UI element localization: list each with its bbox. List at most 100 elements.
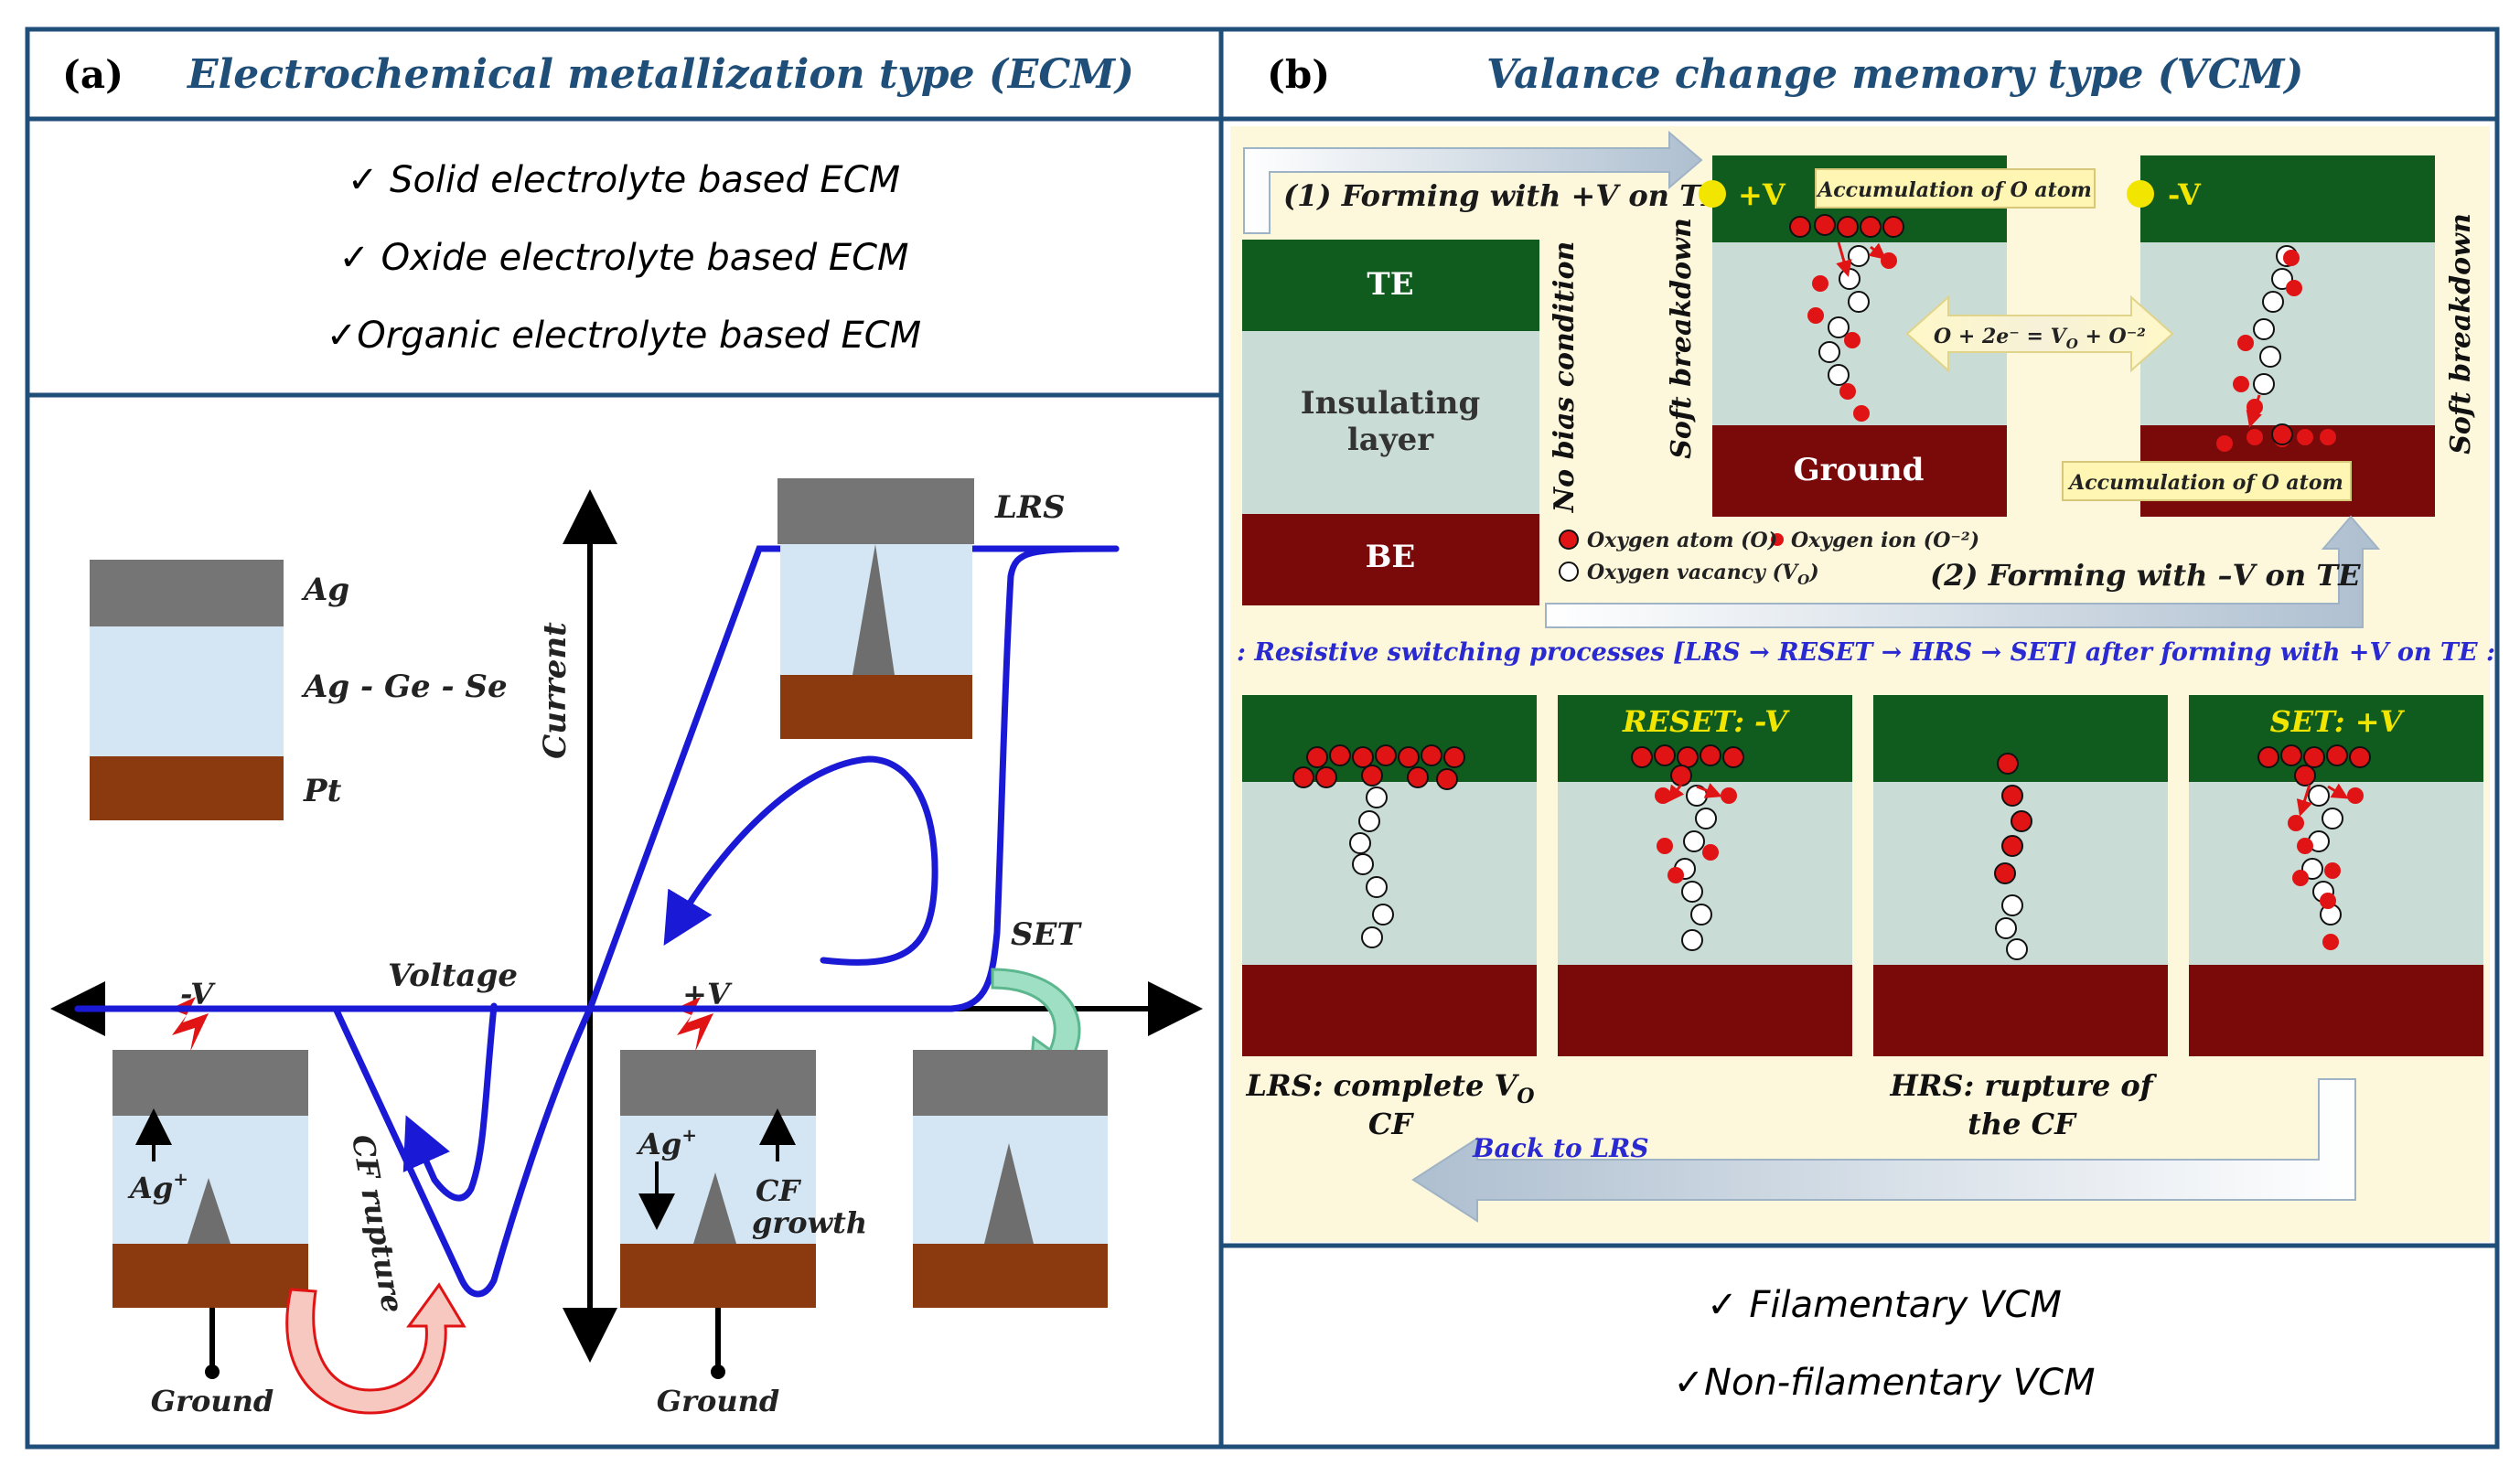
- set-label: SET: [1011, 916, 1082, 953]
- cf-growth-label-2: growth: [752, 1205, 867, 1240]
- oxygen-ion: [2322, 934, 2339, 950]
- oxygen-ion: [1702, 844, 1719, 861]
- oxygen-atom: [1407, 766, 1429, 788]
- oxygen-atom: [1375, 744, 1397, 766]
- oxygen-atom: [2011, 810, 2032, 832]
- oxygen-vacancy: [1995, 917, 2017, 939]
- plus-v-label: +V: [1738, 177, 1786, 212]
- oxygen-vacancy: [2253, 318, 2275, 340]
- ground-label-left: Ground: [151, 1384, 273, 1418]
- x-axis-label: Voltage: [388, 958, 518, 994]
- legend-oxygen-atom: Oxygen atom (O): [1587, 529, 1777, 552]
- oxygen-atom: [1654, 744, 1676, 766]
- oxygen-atom: [1860, 216, 1882, 238]
- oxygen-vacancy: [1848, 245, 1870, 267]
- lrs-caption-line2: CF: [1368, 1107, 1414, 1141]
- cf-rupture-label: CF rupture: [345, 1132, 411, 1316]
- oxygen-atom: [1292, 766, 1314, 788]
- vcm-type-nonfilamentary: ✓Non-filamentary VCM: [1674, 1362, 2096, 1404]
- stack-label-agse: Ag - Ge - Se: [301, 669, 508, 705]
- oxygen-ion: [2233, 376, 2249, 392]
- oxygen-atom: [1814, 214, 1836, 236]
- minus-v-label: -V: [2168, 177, 2202, 212]
- accumulation-label-bottom: Accumulation of O atom: [2067, 471, 2343, 495]
- oxygen-vacancy: [1828, 316, 1850, 338]
- back-to-lrs-arrow: [1411, 1078, 2356, 1223]
- filament-particles: [1292, 214, 2371, 960]
- oxygen-vacancy: [2006, 938, 2028, 960]
- oxygen-atom: [1631, 746, 1653, 768]
- ag-ion-label: Ag+: [127, 1168, 188, 1205]
- oxygen-atom: [1361, 765, 1383, 787]
- oxygen-atom: [2326, 744, 2348, 766]
- oxygen-ion: [1844, 332, 1861, 348]
- ecm-type-oxide: ✓ Oxide electrolyte based ECM: [338, 237, 908, 279]
- oxygen-vacancy: [1358, 810, 1380, 832]
- device-set: [913, 1050, 1108, 1308]
- device-ag-ion: [113, 1050, 308, 1379]
- oxygen-ion: [1812, 275, 1828, 292]
- oxygen-atom: [1329, 744, 1351, 766]
- device-cf-growth: [620, 1050, 816, 1379]
- oxygen-atom: [1994, 862, 2016, 884]
- oxygen-atom: [2303, 746, 2325, 768]
- oxygen-vacancy: [1361, 926, 1383, 948]
- oxygen-ion: [1657, 838, 1673, 854]
- oxygen-vacancy: [1848, 291, 1870, 313]
- oxygen-vacancy: [2308, 785, 2330, 807]
- oxygen-ion: [2283, 250, 2300, 266]
- ion-drift-arrow: [2296, 784, 2313, 817]
- panel-b-title: Valance change memory type (VCM): [1486, 51, 2303, 98]
- oxygen-vacancy: [1681, 881, 1703, 903]
- insulating-label-1: Insulating: [1301, 385, 1481, 422]
- oxygen-vacancy: [1695, 808, 1717, 829]
- oxygen-ion: [1721, 787, 1737, 804]
- oxygen-vacancy: [1352, 853, 1374, 875]
- oxygen-atom: [2294, 765, 2316, 787]
- oxygen-atom: [1421, 744, 1442, 766]
- set-label-b: SET: +V: [2270, 704, 2406, 739]
- oxygen-atom: [1443, 746, 1465, 768]
- lrs-device: [777, 478, 974, 739]
- oxygen-vacancy: [2322, 808, 2343, 829]
- oxygen-ion: [2347, 787, 2364, 804]
- oxygen-ion: [2320, 429, 2336, 445]
- ag-ion-label-2: Ag+: [636, 1124, 697, 1161]
- oxygen-atom: [1315, 766, 1337, 788]
- oxygen-ion: [1881, 252, 1897, 269]
- oxygen-atom: [1722, 746, 1744, 768]
- forming-neg-label: (2) Forming with –V on TE: [1930, 558, 2361, 593]
- te-label: TE: [1367, 266, 1413, 303]
- panel-a-label: (a): [62, 52, 123, 97]
- oxygen-ion: [1655, 787, 1671, 804]
- oxygen-atom: [1882, 216, 1904, 238]
- forming-neg-device: [2127, 155, 2435, 517]
- oxygen-vacancy: [1366, 876, 1388, 898]
- reset-arrow-icon: [285, 1282, 466, 1415]
- oxygen-atom: [1700, 744, 1721, 766]
- stack-label-pt: Pt: [303, 773, 342, 809]
- oxygen-vacancy: [1828, 364, 1850, 386]
- oxygen-atom: [1997, 753, 2019, 775]
- oxygen-atom: [2280, 744, 2302, 766]
- ion-drift-arrow: [2246, 394, 2262, 428]
- vcm-type-filamentary: ✓ Filamentary VCM: [1707, 1284, 2062, 1326]
- accumulation-label-top: Accumulation of O atom: [1816, 178, 2092, 202]
- ion-drift-arrow: [1836, 241, 1852, 277]
- oxygen-ion: [1839, 383, 1856, 400]
- oxygen-ion: [2286, 280, 2302, 296]
- oxygen-ion: [2292, 870, 2309, 886]
- legend-oxygen-ion: Oxygen ion (O⁻²): [1791, 529, 1979, 552]
- be-label: BE: [1366, 539, 1416, 575]
- oxygen-vacancy: [2253, 373, 2275, 395]
- oxygen-vacancy: [1690, 904, 1712, 926]
- back-to-lrs-label: Back to LRS: [1472, 1133, 1649, 1163]
- oxygen-atom: [1398, 746, 1420, 768]
- soft-breakdown-label-1: Soft breakdown: [1666, 218, 1698, 459]
- panel-b-label: (b): [1267, 52, 1330, 97]
- oxygen-vacancy: [1366, 787, 1388, 808]
- legend-vacancy: Oxygen vacancy (VO): [1587, 561, 1819, 588]
- oxygen-ion: [2237, 335, 2254, 351]
- ecm-stack: [90, 560, 284, 820]
- process-caption: : Resistive switching processes [LRS → R…: [1237, 638, 2495, 667]
